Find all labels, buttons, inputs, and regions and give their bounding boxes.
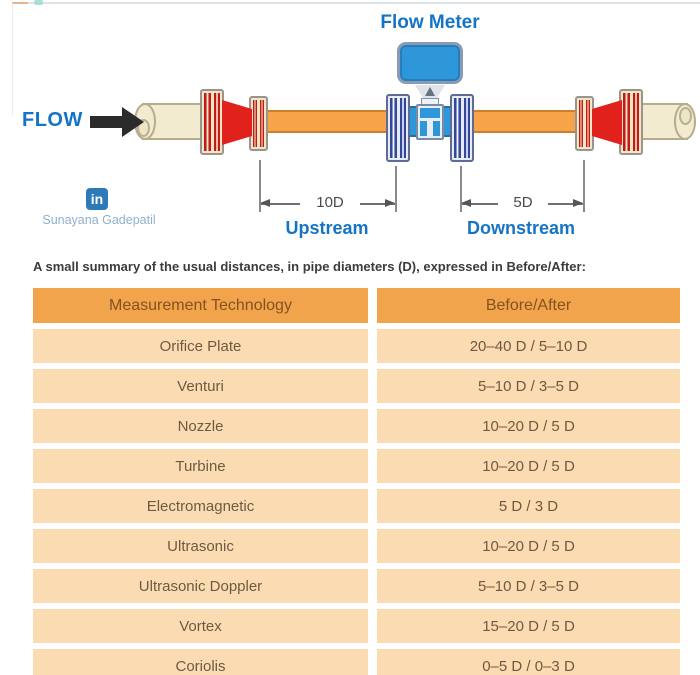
- flow-arrow-head-icon: [122, 107, 144, 137]
- extension-line: [395, 166, 397, 212]
- red-flange-large-left: [200, 89, 224, 155]
- flow-meter-label: Flow Meter: [380, 12, 480, 33]
- flange-bolt-bar: [632, 93, 639, 151]
- flange-bolt-bar: [260, 100, 264, 147]
- table-cell-technology: Venturi: [33, 369, 368, 403]
- blue-flange-right: [450, 94, 474, 162]
- flange-bolt-bar: [253, 100, 257, 147]
- dimension-arrow-icon: [260, 199, 270, 207]
- flange-bolt-bar: [399, 98, 406, 158]
- dimension-arrow-icon: [461, 199, 471, 207]
- pipe-bore-right: [679, 107, 692, 125]
- table-cell-before-after: 10–20 D / 5 D: [377, 529, 680, 563]
- sensor-foot: [433, 121, 440, 136]
- downstream-distance-value: 5D: [498, 194, 548, 211]
- dimension-arrow-icon: [573, 199, 583, 207]
- top-border-line: [12, 2, 700, 4]
- table-cell-before-after: 10–20 D / 5 D: [377, 449, 680, 483]
- flange-bolt-bar: [390, 98, 397, 158]
- flow-label: FLOW: [22, 109, 83, 131]
- attribution-name: Sunayana Gadepatil: [42, 213, 156, 227]
- reducer-cone-left: [222, 100, 252, 145]
- dimension-arrow-icon: [385, 199, 395, 207]
- upstream-label: Upstream: [285, 218, 369, 238]
- table-header-technology: Measurement Technology: [33, 288, 368, 323]
- table-cell-before-after: 5 D / 3 D: [377, 489, 680, 523]
- flange-bolt-bar: [454, 98, 461, 158]
- table-cell-technology: Turbine: [33, 449, 368, 483]
- table-cell-technology: Electromagnetic: [33, 489, 368, 523]
- table-cell-technology: Vortex: [33, 609, 368, 643]
- table-header-before-after: Before/After: [377, 288, 680, 323]
- summary-text: A small summary of the usual distances, …: [33, 259, 586, 274]
- table-cell-technology: Nozzle: [33, 409, 368, 443]
- red-flange-small-right: [575, 96, 594, 151]
- flange-bolt-bar: [586, 100, 590, 147]
- distances-table: Measurement Technology Before/After Orif…: [33, 288, 680, 675]
- table-cell-before-after: 20–40 D / 5–10 D: [377, 329, 680, 363]
- table-cell-before-after: 0–5 D / 0–3 D: [377, 649, 680, 675]
- table-cell-technology: Coriolis: [33, 649, 368, 675]
- table-cell-before-after: 5–10 D / 3–5 D: [377, 369, 680, 403]
- flange-bolt-bar: [204, 93, 211, 151]
- up-arrow-icon: [425, 87, 435, 96]
- left-border-line: [12, 3, 13, 115]
- sensor-screen: [420, 108, 440, 118]
- flange-bolt-bar: [213, 93, 220, 151]
- table-cell-before-after: 15–20 D / 5 D: [377, 609, 680, 643]
- extension-line: [460, 166, 462, 212]
- blue-flange-left: [386, 94, 410, 162]
- flange-bolt-bar: [623, 93, 630, 151]
- flange-bolt-bar: [579, 100, 583, 147]
- flange-bolt-bar: [463, 98, 470, 158]
- extension-line: [259, 160, 261, 212]
- table-cell-technology: Ultrasonic Doppler: [33, 569, 368, 603]
- top-border-tick: [12, 2, 28, 4]
- meter-sensor-unit: [416, 104, 444, 140]
- table-cell-technology: Ultrasonic: [33, 529, 368, 563]
- table-cell-before-after: 10–20 D / 5 D: [377, 409, 680, 443]
- upstream-distance-value: 10D: [300, 194, 360, 211]
- downstream-label: Downstream: [466, 218, 576, 238]
- red-flange-large-right: [619, 89, 643, 155]
- flow-arrow-icon: [90, 116, 122, 128]
- flow-meter-display-icon: [397, 42, 463, 84]
- top-teal-mark: [34, 0, 43, 5]
- expander-cone-right: [592, 100, 622, 145]
- table-cell-before-after: 5–10 D / 3–5 D: [377, 569, 680, 603]
- sensor-foot: [420, 121, 427, 136]
- linkedin-icon: in: [86, 188, 108, 210]
- table-cell-technology: Orifice Plate: [33, 329, 368, 363]
- extension-line: [583, 160, 585, 212]
